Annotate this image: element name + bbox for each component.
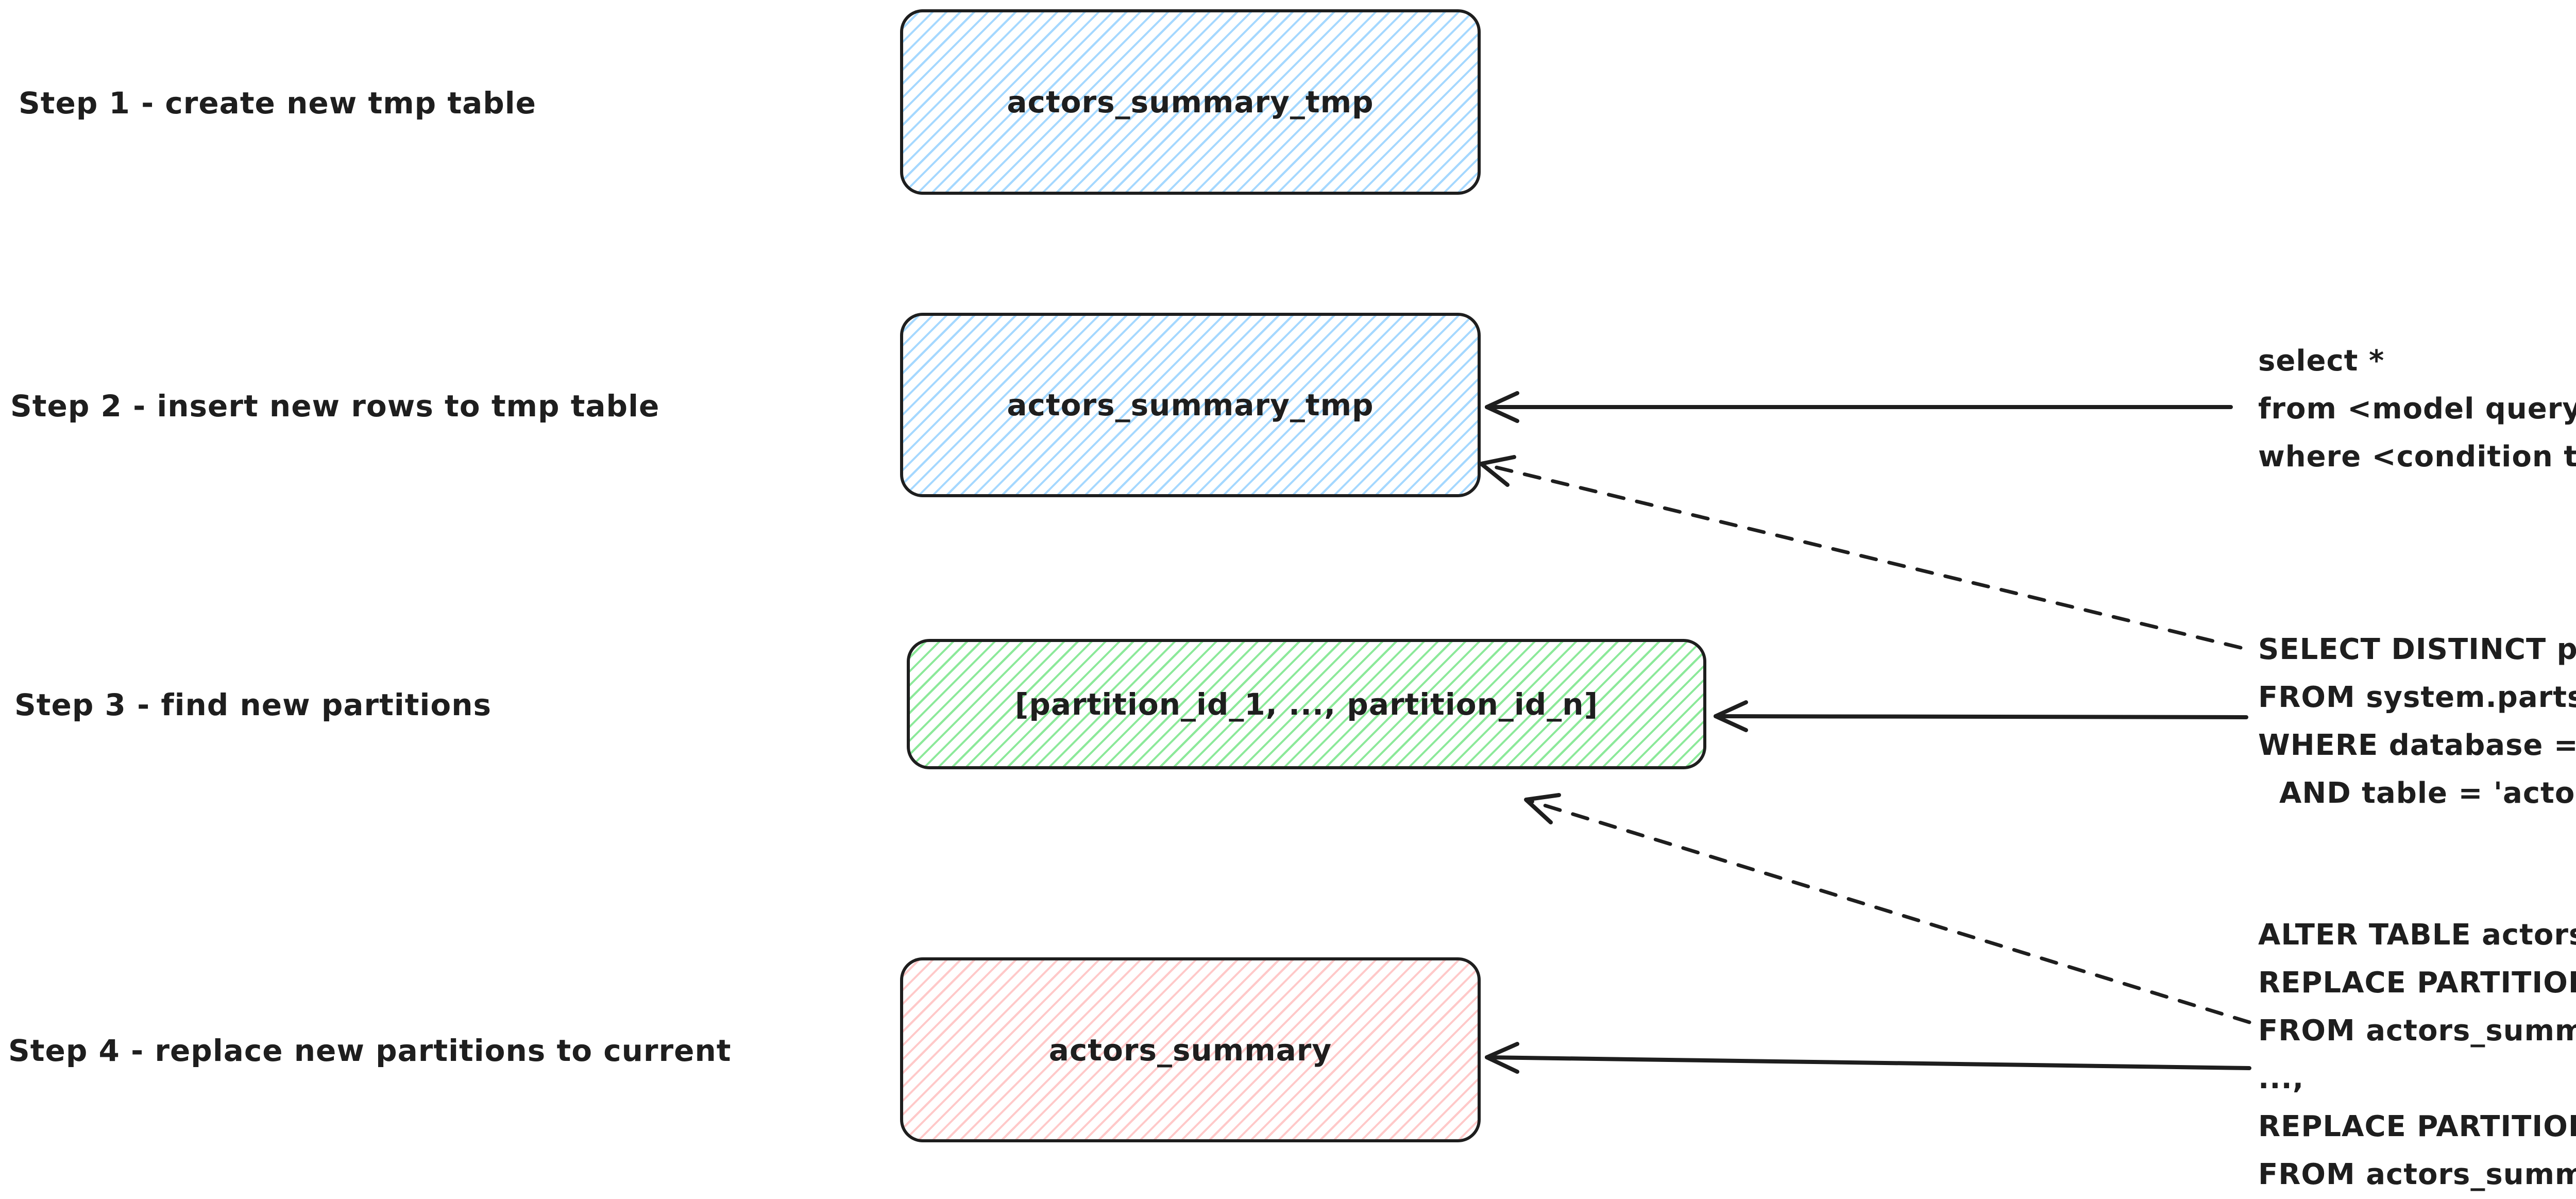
step3-sql-text: SELECT DISTINCT partition_id FROM system… [2258, 633, 2576, 810]
arrow-step3-sql-to-step3-box [1714, 700, 2248, 732]
step4-sql-text: ALTER TABLE actors_summary REPLACE PARTI… [2258, 918, 2576, 1191]
dashed-arrow-step3-sql-to-step2-box [1479, 455, 2243, 650]
step4-box-label: actors_summary [1048, 1032, 1332, 1068]
dashed-arrow-step4-sql-to-step3-box [1524, 793, 2251, 1024]
step2-box-label: actors_summary_tmp [1007, 387, 1374, 423]
step2-box-actors-summary-tmp: actors_summary_tmp [900, 313, 1481, 497]
arrow-step4-sql-to-step4-box [1485, 1042, 2251, 1074]
step4-label: Step 4 - replace new partitions to curre… [8, 1033, 732, 1068]
step1-box-label: actors_summary_tmp [1007, 85, 1374, 120]
step1-box-actors-summary-tmp: actors_summary_tmp [900, 9, 1481, 195]
step4-box-actors-summary: actors_summary [900, 957, 1481, 1142]
step3-box-label: [partition_id_1, ..., partition_id_n] [1014, 686, 1599, 722]
step2-label: Step 2 - insert new rows to tmp table [10, 389, 660, 424]
step3-label: Step 3 - find new partitions [14, 687, 492, 722]
step1-label: Step 1 - create new tmp table [19, 86, 536, 121]
step3-box-partition-list: [partition_id_1, ..., partition_id_n] [907, 639, 1706, 769]
step2-sql-text: select * from <model query> where <condi… [2258, 344, 2576, 474]
arrow-step2-sql-to-step2-box [1485, 391, 2233, 423]
